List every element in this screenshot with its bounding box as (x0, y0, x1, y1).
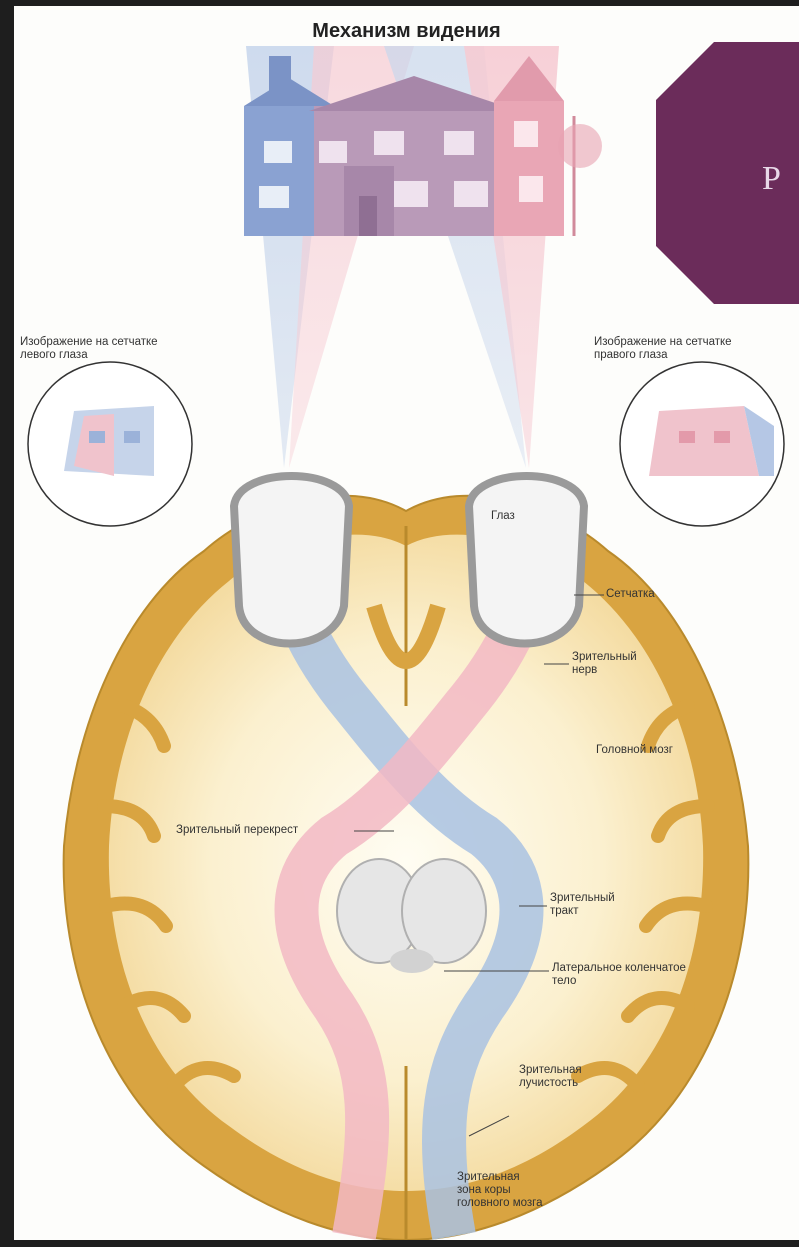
right-retina-image (620, 362, 784, 526)
optic-tract-label: Зрительный тракт (550, 892, 615, 918)
optic-nerve-label: Зрительный нерв (572, 651, 637, 677)
lgn-label: Латеральное коленчатое тело (552, 962, 686, 988)
chiasm-label: Зрительный перекрест (176, 824, 298, 837)
brain-section (64, 496, 749, 1240)
left-retina-image (28, 362, 192, 526)
eye-label: Глаз (491, 510, 515, 523)
diagram-title: Механизм видения (14, 20, 799, 43)
right-retina-label: Изображение на сетчатке правого глаза (594, 336, 732, 362)
visual-radiation-label: Зрительная лучистость (519, 1064, 582, 1090)
visual-cortex-label: Зрительная зона коры головного мозга (457, 1171, 543, 1210)
brain-label: Головной мозг (596, 744, 673, 757)
overlay-letter: Р (762, 160, 781, 198)
left-retina-label: Изображение на сетчатке левого глаза (20, 336, 158, 362)
retina-label: Сетчатка (606, 588, 655, 601)
